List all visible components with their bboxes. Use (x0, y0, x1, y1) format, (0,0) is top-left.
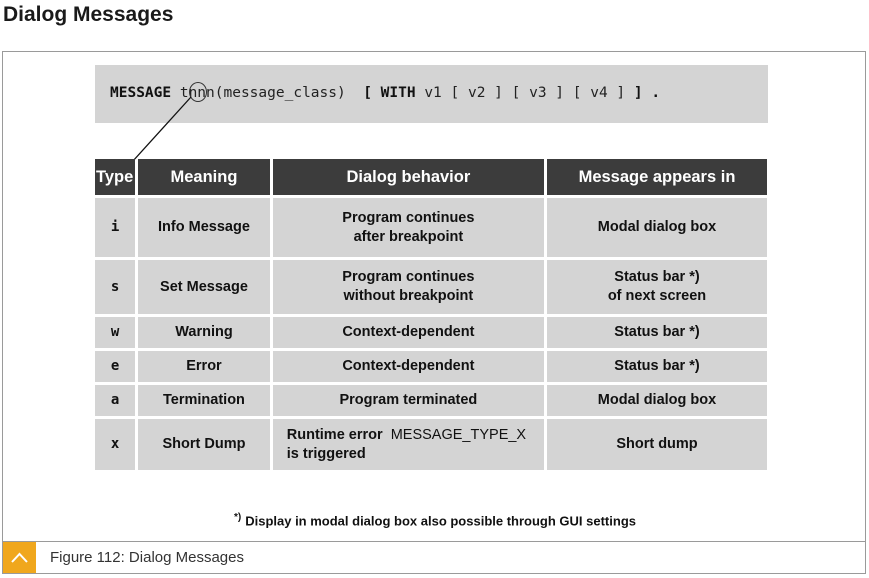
runtime-error-suffix: is triggered (286, 445, 366, 462)
figure-caption: Figure 112: Dialog Messages (50, 549, 244, 566)
meaning-cell: Termination (138, 385, 270, 416)
syntax-statement: MESSAGE tnnn(message_class) [ WITH v1 [ … (110, 85, 660, 101)
syntax-opt-v2: [ v2 ] (450, 85, 503, 101)
table-row: a Termination Program terminated Modal d… (95, 385, 767, 416)
message-types-table: Type Meaning Dialog behavior Message app… (92, 156, 770, 473)
syntax-type-char: t (179, 85, 189, 101)
appears-cell: Status bar *) (546, 351, 767, 382)
behavior-cell: Context-dependent (272, 351, 544, 382)
meaning-cell: Set Message (138, 260, 270, 314)
table-header-row: Type Meaning Dialog behavior Message app… (95, 159, 767, 195)
type-cell: s (95, 260, 136, 314)
behavior-cell: Context-dependent (272, 317, 544, 348)
syntax-dot: . (651, 85, 661, 101)
syntax-message-class: nnn(message_class) (188, 85, 346, 101)
table-row: e Error Context-dependent Status bar *) (95, 351, 767, 382)
appears-cell: Status bar *) (546, 317, 767, 348)
header-dialog-behavior: Dialog behavior (272, 159, 544, 195)
appears-cell: Short dump (546, 419, 767, 470)
meaning-cell: Info Message (138, 198, 270, 257)
header-message-appears-in: Message appears in (546, 159, 767, 195)
table-row: w Warning Context-dependent Status bar *… (95, 317, 767, 348)
footnote: *)Display in modal dialog box also possi… (3, 512, 867, 528)
appears-cell: Status bar *)of next screen (546, 260, 767, 314)
syntax-keyword-with: WITH (380, 85, 416, 101)
syntax-v1: v1 (424, 85, 442, 101)
meaning-cell: Warning (138, 317, 270, 348)
chevron-up-icon[interactable] (3, 542, 36, 573)
table-row: x Short Dump Runtime error MESSAGE_TYPE_… (95, 419, 767, 470)
type-highlight-circle (189, 82, 207, 102)
appears-cell: Modal dialog box (546, 385, 767, 416)
footnote-text: Display in modal dialog box also possibl… (245, 513, 636, 529)
syntax-opt-v4: [ v4 ] (572, 85, 626, 101)
syntax-close-bracket: ] (633, 85, 643, 101)
syntax-bar: MESSAGE tnnn(message_class) [ WITH v1 [ … (95, 65, 768, 123)
type-cell: w (95, 317, 136, 348)
header-meaning: Meaning (138, 159, 270, 195)
syntax-opt-v3: [ v3 ] (511, 85, 565, 101)
type-cell: x (95, 419, 136, 470)
syntax-open-bracket: [ (363, 85, 372, 101)
page-title: Dialog Messages (3, 3, 174, 26)
syntax-keyword-message: MESSAGE (110, 85, 172, 101)
type-cell: e (95, 351, 136, 382)
figure-caption-bar: Figure 112: Dialog Messages (2, 541, 866, 574)
appears-cell: Modal dialog box (546, 198, 767, 257)
footnote-mark: *) (233, 512, 242, 523)
type-cell: a (95, 385, 136, 416)
runtime-error-code: MESSAGE_TYPE_X (390, 426, 527, 443)
figure-frame: MESSAGE tnnn(message_class) [ WITH v1 [ … (2, 51, 866, 574)
meaning-cell: Short Dump (138, 419, 270, 470)
header-type: Type (95, 159, 136, 195)
meaning-cell: Error (138, 351, 270, 382)
runtime-error-prefix: Runtime error (286, 426, 383, 443)
type-cell: i (95, 198, 136, 257)
behavior-cell: Program terminated (272, 385, 544, 416)
